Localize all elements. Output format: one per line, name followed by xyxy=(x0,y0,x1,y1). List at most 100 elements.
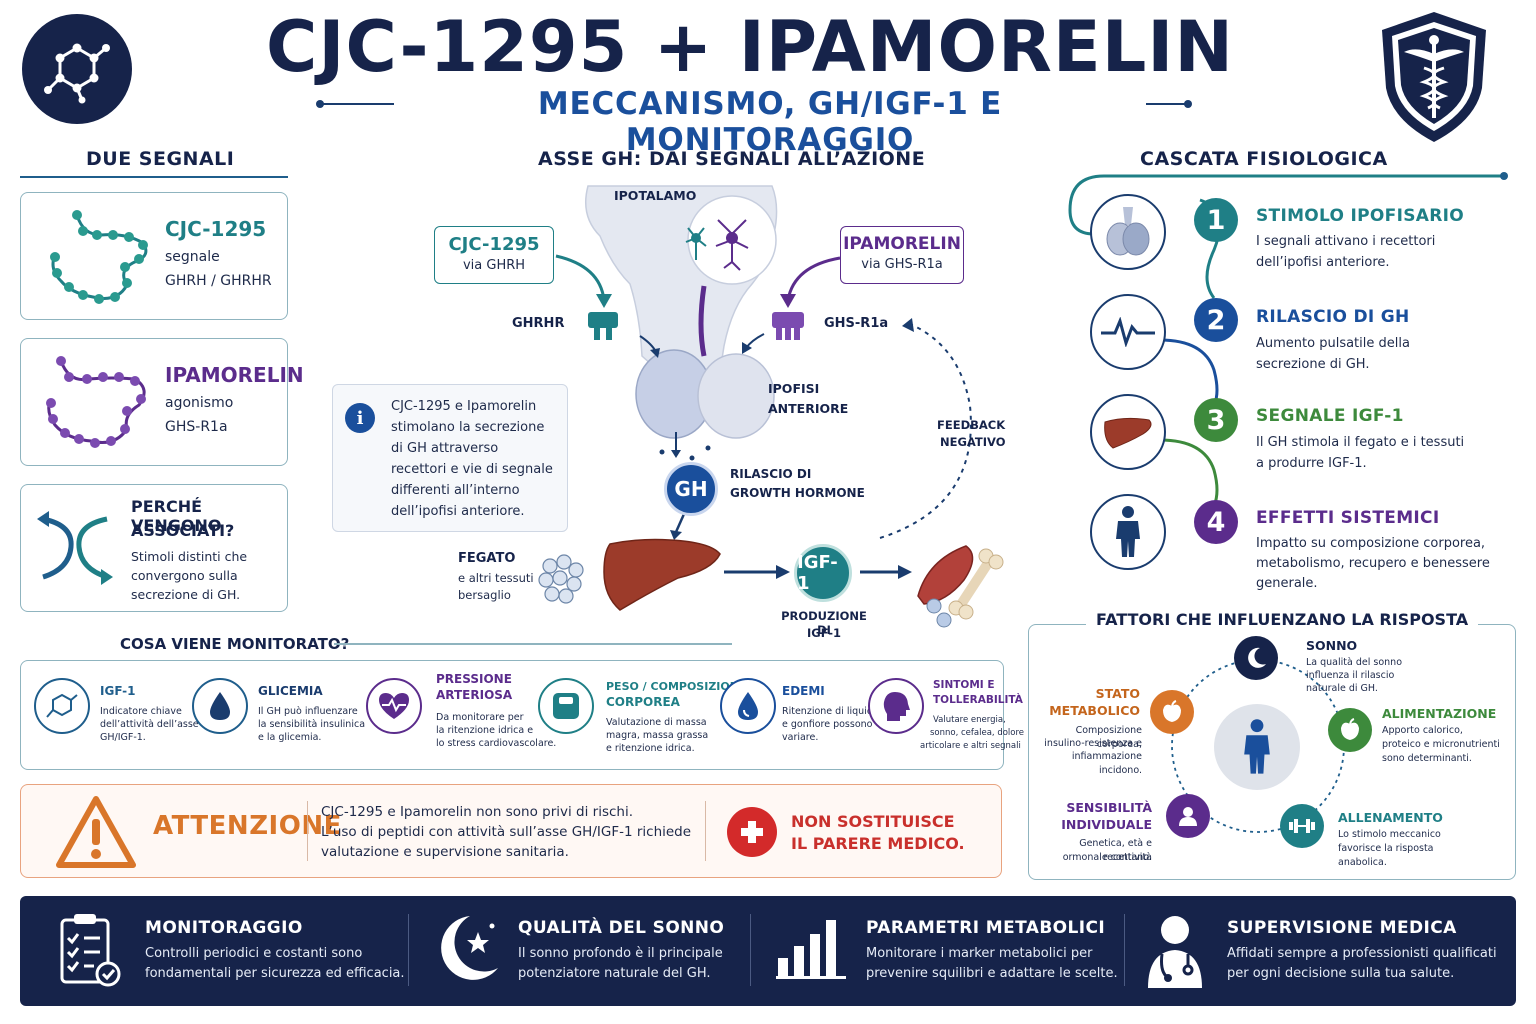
mon-6-text-1: Valutare energia, xyxy=(933,715,1006,725)
page-subtitle: MECCANISMO, GH/IGF-1 E MONITORAGGIO xyxy=(537,86,1003,158)
card-cjc1295-line2: GHRH / GHRHR xyxy=(165,273,272,289)
checklist-icon xyxy=(60,914,121,987)
attenzione-label: ATTENZIONE xyxy=(153,811,342,841)
cjc-box-via: via GHRH xyxy=(462,258,526,273)
cjc-box: CJC-1295 via GHRH xyxy=(434,226,554,284)
ghsr-label: GHS-R1a xyxy=(824,316,889,331)
why-title-line1: PERCHÉ VENGONO xyxy=(131,497,222,535)
step-4-text-1: Impatto su composizione corporea, xyxy=(1256,536,1486,551)
cascata-connector xyxy=(1068,172,1508,507)
card-ipamorelin: IPAMORELIN agonismo GHS-R1a xyxy=(20,338,304,466)
mon-2-text-2: la sensibilità insulinica xyxy=(258,719,366,730)
metabolic-apple-icon xyxy=(1150,690,1194,734)
stato-title-2: METABOLICO xyxy=(1049,703,1140,718)
sensibilita-text-2: ormonale contano. xyxy=(1062,852,1152,863)
step-2-number: 2 xyxy=(1194,298,1238,342)
individual-icon xyxy=(1166,794,1210,838)
mon-2-text-1: Il GH può influenzare xyxy=(258,706,358,717)
human-body-icon xyxy=(1090,494,1166,570)
allenamento-text-2: favorisce la risposta xyxy=(1338,843,1434,854)
attenzione-text-2: L’uso di peptidi con attività sull’asse … xyxy=(321,824,692,840)
cascata-title: CASCATA FISIOLOGICA xyxy=(1140,148,1388,170)
attenzione-text-3: valutazione e supervisione sanitaria. xyxy=(321,844,569,860)
card-cjc1295-line1: segnale xyxy=(165,249,220,265)
why-text-line2: convergono sulla xyxy=(131,568,238,583)
step-4-text-3: generale. xyxy=(1256,576,1318,591)
mon-4-text-1: Valutazione di massa xyxy=(606,717,707,728)
footer-3-text-2: prevenire squilibri e adattare le scelte… xyxy=(866,966,1118,981)
step-3-text-1: Il GH stimola il fegato e i tessuti xyxy=(1256,435,1465,450)
alimentazione-text-2: proteico e micronutrienti xyxy=(1382,739,1500,750)
ipa-box-name: IPAMORELIN xyxy=(843,234,961,254)
alimentazione-text-3: sono determinanti. xyxy=(1382,753,1472,764)
mon-3-text-1: Da monitorare per xyxy=(436,712,524,723)
footer-1-title: MONITORAGGIO xyxy=(145,918,303,938)
cjc-box-name: CJC-1295 xyxy=(448,234,540,255)
peptide-chain-icon xyxy=(50,210,148,304)
alimentazione-title: ALIMENTAZIONE xyxy=(1382,706,1497,721)
page-title: CJC-1295 + IPAMORELIN xyxy=(266,6,1234,88)
info-line-2: stimolano la secrezione xyxy=(391,420,545,435)
mon-1-title: IGF-1 xyxy=(100,684,136,698)
gh-axis-diagram xyxy=(538,185,1004,628)
step-1-title: STIMOLO IPOFISARIO xyxy=(1256,206,1464,226)
molecule-icon xyxy=(44,43,110,104)
mon-3-title-2: ARTERIOSA xyxy=(436,688,513,702)
step-3-text-2: a produrre IGF-1. xyxy=(1256,456,1367,471)
step-4-number: 4 xyxy=(1194,500,1238,544)
fegato-label: FEGATO xyxy=(458,551,516,566)
rilascio-label-2: GROWTH HORMONE xyxy=(730,486,865,500)
pituitary-icon xyxy=(1090,194,1166,270)
stato-text-1: Composizione corporea, xyxy=(1075,725,1142,750)
mon-6-title-2: TOLLERABILITÀ xyxy=(933,694,1023,706)
info-line-4: recettori e vie di segnale xyxy=(391,462,553,477)
info-box: i CJC-1295 e Ipamorelin stimolano la sec… xyxy=(332,384,568,532)
step-2-text-1: Aumento pulsatile della xyxy=(1256,336,1410,351)
pulse-icon xyxy=(1090,294,1166,370)
ipotalamo-label: IPOTALAMO xyxy=(614,188,697,203)
produzione-label-2: IGF-1 xyxy=(807,626,841,640)
footer-bar xyxy=(20,896,1516,1006)
step-3-title: SEGNALE IGF-1 xyxy=(1256,406,1404,426)
ipa-box-via: via GHS-R1a xyxy=(861,257,943,272)
step-2-text-2: secrezione di GH. xyxy=(1256,357,1370,372)
attenzione-text-1: CJC-1295 e Ipamorelin non sono privi di … xyxy=(321,804,634,820)
footer-4-text-1: Affidati sempre a professionisti qualifi… xyxy=(1227,946,1497,961)
fattori-title: FATTORI CHE INFLUENZANO LA RISPOSTA xyxy=(1086,610,1479,629)
step-1-text-2: dell’ipofisi anteriore. xyxy=(1256,255,1390,270)
mon-4-text-2: magra, massa grassa xyxy=(606,730,709,741)
footer-2-title: QUALITÀ DEL SONNO xyxy=(518,918,725,938)
why-text-line1: Stimoli distinti che xyxy=(131,549,248,564)
alimentazione-text-1: Apporto calorico, xyxy=(1382,725,1463,736)
step-3-number: 3 xyxy=(1194,398,1238,442)
peptide-chain-icon xyxy=(46,356,146,448)
warning-triangle-icon xyxy=(56,796,136,868)
ghrhr-label: GHRHR xyxy=(512,316,565,331)
step-1-text-1: I segnali attivano i recettori xyxy=(1256,234,1436,249)
mon-4-text-3: e ritenzione idrica. xyxy=(606,743,695,754)
card-ipamorelin-name: IPAMORELIN xyxy=(165,363,304,387)
sonno-text-3: naturale di GH. xyxy=(1306,683,1378,694)
card-perche-associati: PERCHÉ VENGONO ASSOCIATI? Stimoli distin… xyxy=(20,484,288,612)
scale-icon xyxy=(538,678,594,734)
sonno-text-1: La qualità del sonno xyxy=(1306,657,1403,668)
why-title-line2: ASSOCIATI? xyxy=(131,521,235,540)
footer-1-text-2: fondamentali per sicurezza ed efficacia. xyxy=(145,966,405,981)
mon-1-text-2: dell’attività dell’asse xyxy=(100,719,199,730)
asse-gh-title: ASSE GH: DAI SEGNALI ALL’AZIONE xyxy=(538,148,926,170)
liver-icon xyxy=(1090,394,1166,470)
stato-text-3: infiammazione incidono. xyxy=(1071,751,1142,776)
mon-6-text-3: articolare e altri segnali xyxy=(920,741,1021,751)
due-segnali-title: DUE SEGNALI xyxy=(86,148,235,170)
mon-4-title-2: CORPOREA xyxy=(606,695,680,709)
rilascio-label-1: RILASCIO DI xyxy=(730,467,812,481)
mon-3-title-1: PRESSIONE xyxy=(436,672,512,686)
footer-2-text-2: potenziatore naturale del GH. xyxy=(518,966,711,981)
card-cjc1295-name: CJC-1295 xyxy=(165,217,267,241)
info-line-1: CJC-1295 e Ipamorelin xyxy=(391,399,537,414)
info-line-6: dell’ipofisi anteriore. xyxy=(391,504,525,519)
igf1-badge: IGF-1 xyxy=(794,544,852,602)
mon-1-text-1: Indicatore chiave xyxy=(100,706,182,717)
footer-4-text-2: per ogni decisione sulla tua salute. xyxy=(1227,966,1455,981)
fegato-sub-2: bersaglio xyxy=(458,588,511,602)
